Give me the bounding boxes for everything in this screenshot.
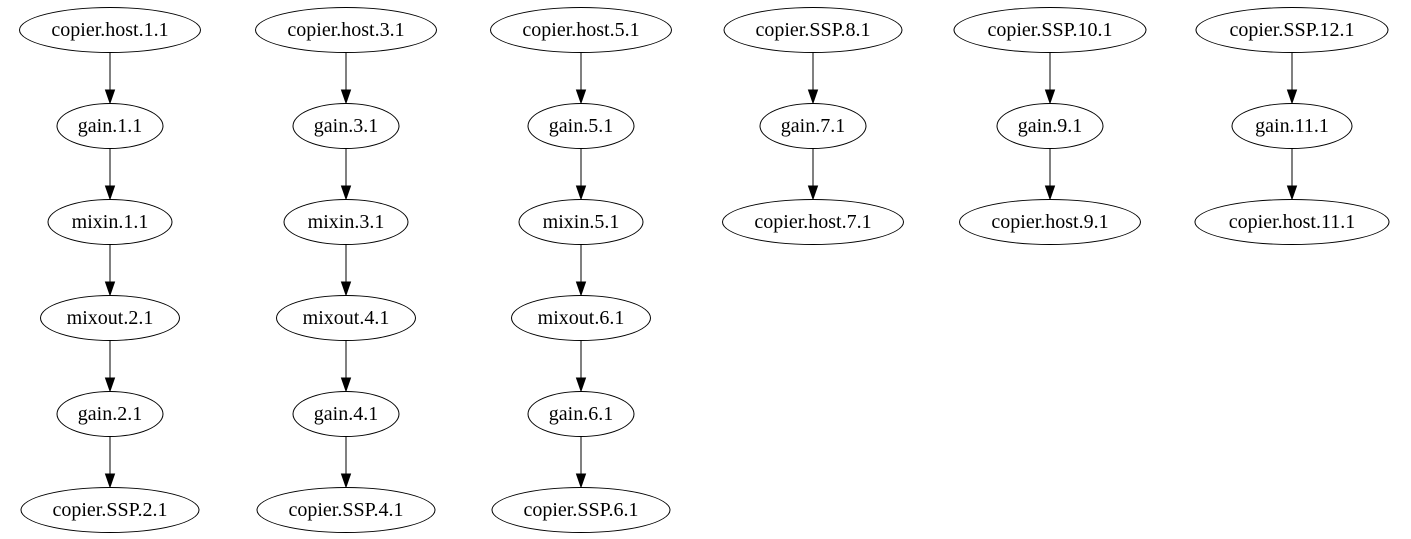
node-gain.4.1: gain.4.1 [292, 391, 400, 437]
node-copier.host.1.1: copier.host.1.1 [19, 7, 201, 53]
node-gain.7.1: gain.7.1 [759, 103, 867, 149]
node-copier.host.7.1: copier.host.7.1 [722, 199, 904, 245]
node-gain.1.1: gain.1.1 [56, 103, 164, 149]
node-copier.SSP.8.1: copier.SSP.8.1 [723, 7, 903, 53]
edge-arrowhead [575, 281, 587, 297]
edge-arrowhead [575, 185, 587, 201]
node-gain.9.1: gain.9.1 [996, 103, 1104, 149]
node-gain.6.1: gain.6.1 [527, 391, 635, 437]
node-copier.host.3.1: copier.host.3.1 [255, 7, 437, 53]
edge-arrowhead [1044, 89, 1056, 105]
edge-arrowhead [575, 377, 587, 393]
edge-arrowhead [104, 281, 116, 297]
node-copier.host.11.1: copier.host.11.1 [1194, 199, 1390, 245]
edge-arrowhead [104, 473, 116, 489]
edge-arrowhead [104, 185, 116, 201]
edge-arrowhead [340, 281, 352, 297]
node-mixout.6.1: mixout.6.1 [511, 295, 651, 341]
node-copier.SSP.12.1: copier.SSP.12.1 [1195, 7, 1389, 53]
node-mixin.3.1: mixin.3.1 [283, 199, 409, 245]
edge-arrowhead [575, 473, 587, 489]
node-gain.5.1: gain.5.1 [527, 103, 635, 149]
edge-arrowhead [340, 89, 352, 105]
node-mixout.4.1: mixout.4.1 [276, 295, 416, 341]
edge-arrowhead [1286, 185, 1298, 201]
node-gain.11.1: gain.11.1 [1231, 103, 1353, 149]
node-copier.SSP.10.1: copier.SSP.10.1 [953, 7, 1147, 53]
edge-arrowhead [340, 185, 352, 201]
node-copier.host.9.1: copier.host.9.1 [959, 199, 1141, 245]
node-mixin.1.1: mixin.1.1 [47, 199, 173, 245]
node-mixin.5.1: mixin.5.1 [518, 199, 644, 245]
edge-arrowhead [340, 377, 352, 393]
node-gain.2.1: gain.2.1 [56, 391, 164, 437]
edge-arrowhead [104, 377, 116, 393]
node-gain.3.1: gain.3.1 [292, 103, 400, 149]
node-copier.SSP.6.1: copier.SSP.6.1 [491, 487, 671, 533]
edge-arrowhead [1044, 185, 1056, 201]
node-copier.SSP.4.1: copier.SSP.4.1 [256, 487, 436, 533]
edge-arrowhead [807, 89, 819, 105]
edge-arrowhead [1286, 89, 1298, 105]
edge-arrowhead [340, 473, 352, 489]
edge-arrowhead [104, 89, 116, 105]
edge-arrowhead [807, 185, 819, 201]
edge-arrowhead [575, 89, 587, 105]
node-mixout.2.1: mixout.2.1 [40, 295, 180, 341]
node-copier.host.5.1: copier.host.5.1 [490, 7, 672, 53]
node-copier.SSP.2.1: copier.SSP.2.1 [20, 487, 200, 533]
